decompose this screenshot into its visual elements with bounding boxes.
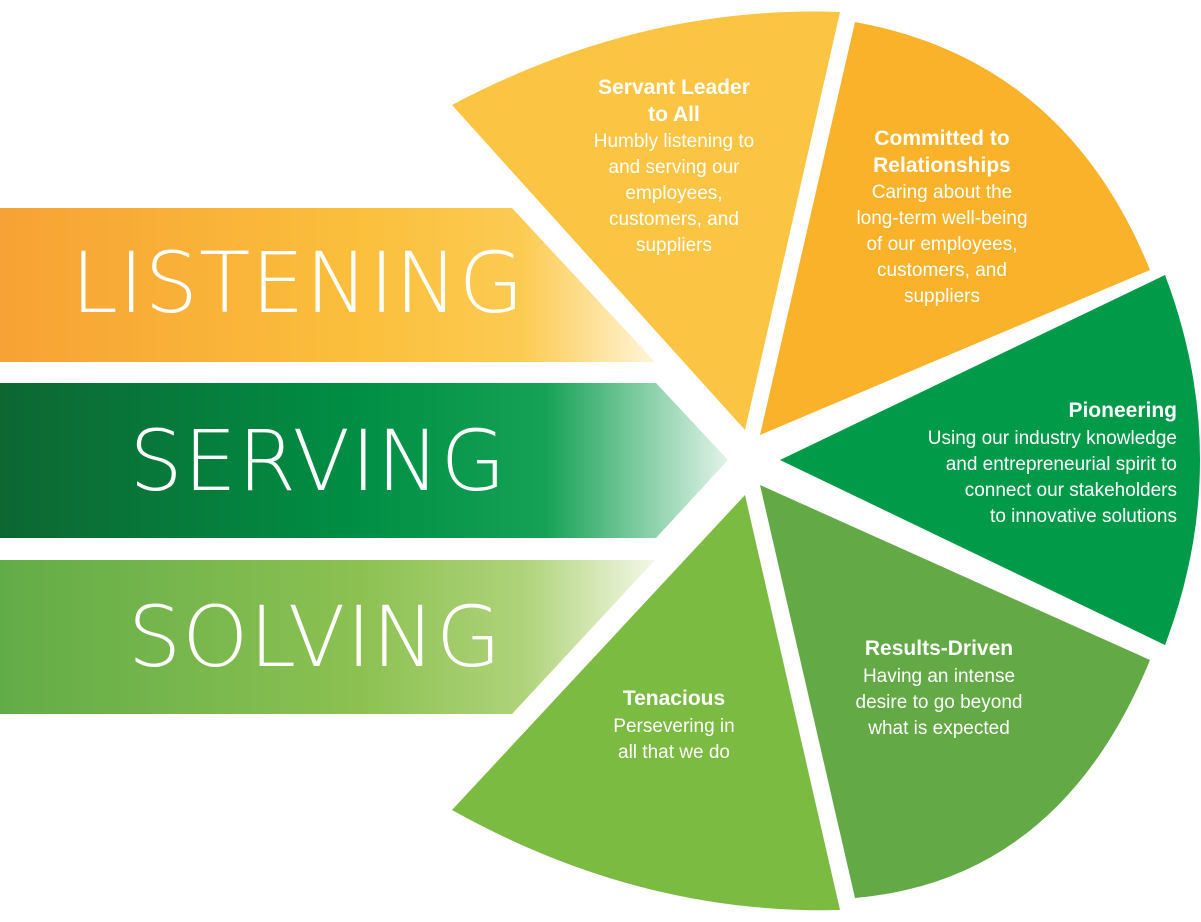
segment-body-line: Caring about the <box>872 182 1013 203</box>
segment-title-line: Relationships <box>873 154 1011 177</box>
segment-title-line: Results-Driven <box>865 637 1013 660</box>
segment-body-line: all that we do <box>618 742 730 763</box>
segment-body-line: and serving our <box>609 157 741 178</box>
segment-body-line: long-term well-being <box>856 208 1027 229</box>
segment-body-line: and entrepreneurial spirit to <box>946 454 1177 475</box>
segment-title-line: Pioneering <box>1068 399 1177 422</box>
band-serving-label: SERVING <box>129 412 506 510</box>
band-listening: LISTENING <box>0 208 655 362</box>
segment-body-line: Having an intense <box>863 666 1015 687</box>
segment-tenacious-shape <box>452 495 840 911</box>
segment-title-line: Tenacious <box>623 687 725 710</box>
segment-results-driven-shape <box>760 485 1150 898</box>
band-serving: SERVING <box>0 383 728 538</box>
segment-title-line: to All <box>648 103 700 126</box>
segment-body-line: Persevering in <box>613 716 734 737</box>
segment-body-line: suppliers <box>636 235 712 256</box>
segment-body-line: employees, <box>625 183 722 204</box>
segment-body-line: customers, and <box>877 260 1007 281</box>
band-listening-label: LISTENING <box>71 234 525 332</box>
band-serving-shape <box>0 383 728 538</box>
segment-body-line: to innovative solutions <box>990 506 1177 527</box>
band-solving-label: SOLVING <box>128 588 502 686</box>
segment-committed-shape <box>760 22 1150 435</box>
band-listening-shape <box>0 208 655 362</box>
segment-body-line: connect our stakeholders <box>965 480 1177 501</box>
segment-body-line: what is expected <box>867 718 1010 739</box>
segment-body-line: Humbly listening to <box>594 131 755 152</box>
segment-body-line: Using our industry knowledge <box>928 428 1177 449</box>
segment-servant-leader-shape <box>452 11 840 430</box>
segment-body-line: suppliers <box>904 286 980 307</box>
segment-title-line: Committed to <box>874 127 1009 150</box>
segment-body-line: desire to go beyond <box>856 692 1023 713</box>
segment-title-line: Servant Leader <box>598 76 750 99</box>
segment-body-line: of our employees, <box>866 234 1017 255</box>
band-solving: SOLVING <box>0 560 655 714</box>
band-solving-shape <box>0 560 655 714</box>
segment-pioneering-shape <box>780 275 1200 645</box>
segment-body-line: customers, and <box>609 209 739 230</box>
